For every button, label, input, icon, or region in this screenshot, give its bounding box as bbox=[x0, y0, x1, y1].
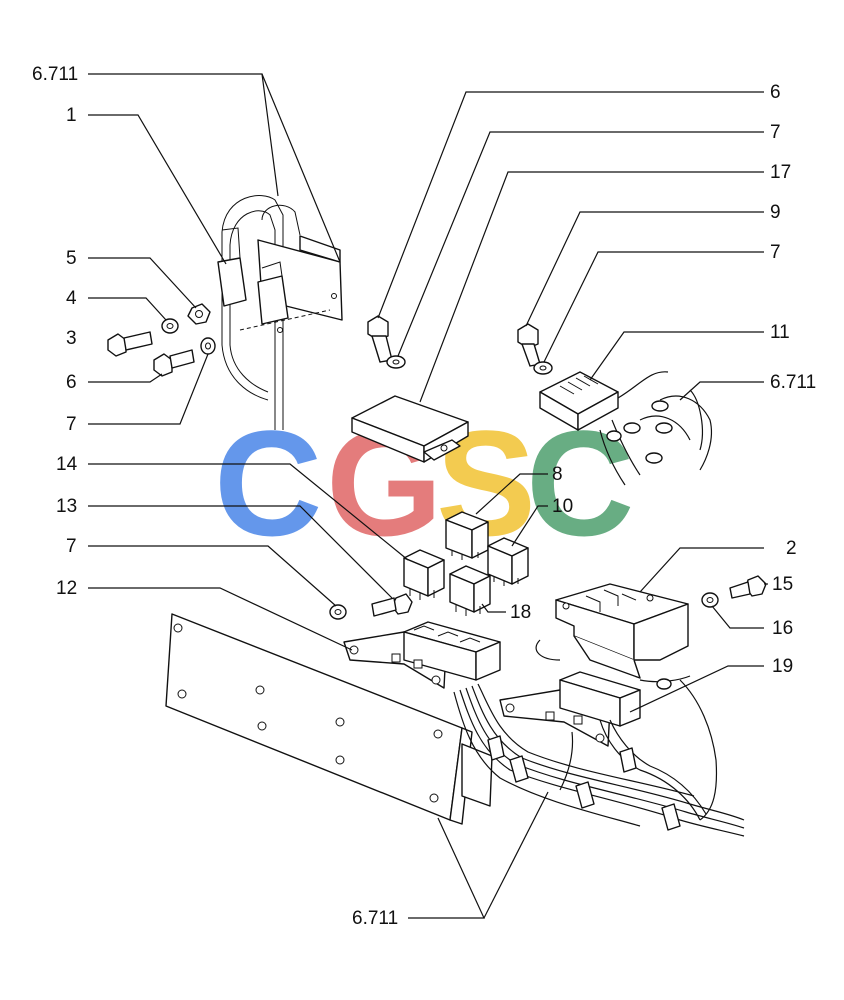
watermark-letter-c1: C bbox=[214, 399, 322, 567]
label-ref-bottom: 6.711 bbox=[352, 908, 398, 929]
wiring-harness bbox=[453, 679, 745, 837]
connector-11 bbox=[539, 371, 712, 486]
label-5: 5 bbox=[66, 248, 77, 269]
label-16: 16 bbox=[772, 618, 793, 639]
label-6-right: 6 bbox=[770, 82, 781, 103]
label-6-left: 6 bbox=[66, 372, 77, 393]
label-13: 13 bbox=[56, 496, 77, 517]
bolt-head-icon-2 bbox=[153, 353, 173, 377]
part-labels: 6.711 1 5 4 3 6 7 6 7 17 9 7 11 6.711 14… bbox=[32, 64, 816, 929]
label-18: 18 bbox=[510, 602, 531, 623]
module-17 bbox=[351, 395, 469, 463]
leader-lines bbox=[88, 73, 768, 919]
label-12: 12 bbox=[56, 578, 77, 599]
relay-box-2 bbox=[555, 583, 689, 679]
label-1: 1 bbox=[66, 105, 77, 126]
label-7-mid: 7 bbox=[66, 536, 77, 557]
label-9: 9 bbox=[770, 202, 781, 223]
label-7-right-b: 7 bbox=[770, 242, 781, 263]
label-7-left: 7 bbox=[66, 414, 77, 435]
label-10: 10 bbox=[552, 496, 573, 517]
label-8: 8 bbox=[552, 464, 563, 485]
bolt-head-icon bbox=[107, 333, 127, 357]
label-14: 14 bbox=[56, 454, 78, 475]
label-4: 4 bbox=[66, 288, 77, 309]
relays bbox=[403, 511, 529, 616]
mid-fasteners bbox=[329, 593, 413, 620]
label-7-right-a: 7 bbox=[770, 122, 781, 143]
label-2: 2 bbox=[786, 538, 797, 559]
right-fasteners bbox=[517, 323, 553, 375]
upper-bracket-assembly bbox=[217, 195, 343, 430]
socket-bracket-right bbox=[499, 639, 691, 747]
label-3: 3 bbox=[66, 328, 77, 349]
middle-fasteners bbox=[367, 315, 406, 369]
right-side-fasteners bbox=[701, 575, 767, 608]
left-fasteners bbox=[107, 303, 216, 377]
label-19: 19 bbox=[772, 656, 793, 677]
base-plate bbox=[165, 613, 493, 825]
label-15: 15 bbox=[772, 574, 793, 595]
label-17: 17 bbox=[770, 162, 791, 183]
socket-bracket-left bbox=[343, 621, 501, 689]
label-ref-right: 6.711 bbox=[770, 372, 816, 393]
label-ref-top-left: 6.711 bbox=[32, 64, 78, 85]
label-11: 11 bbox=[770, 322, 790, 343]
